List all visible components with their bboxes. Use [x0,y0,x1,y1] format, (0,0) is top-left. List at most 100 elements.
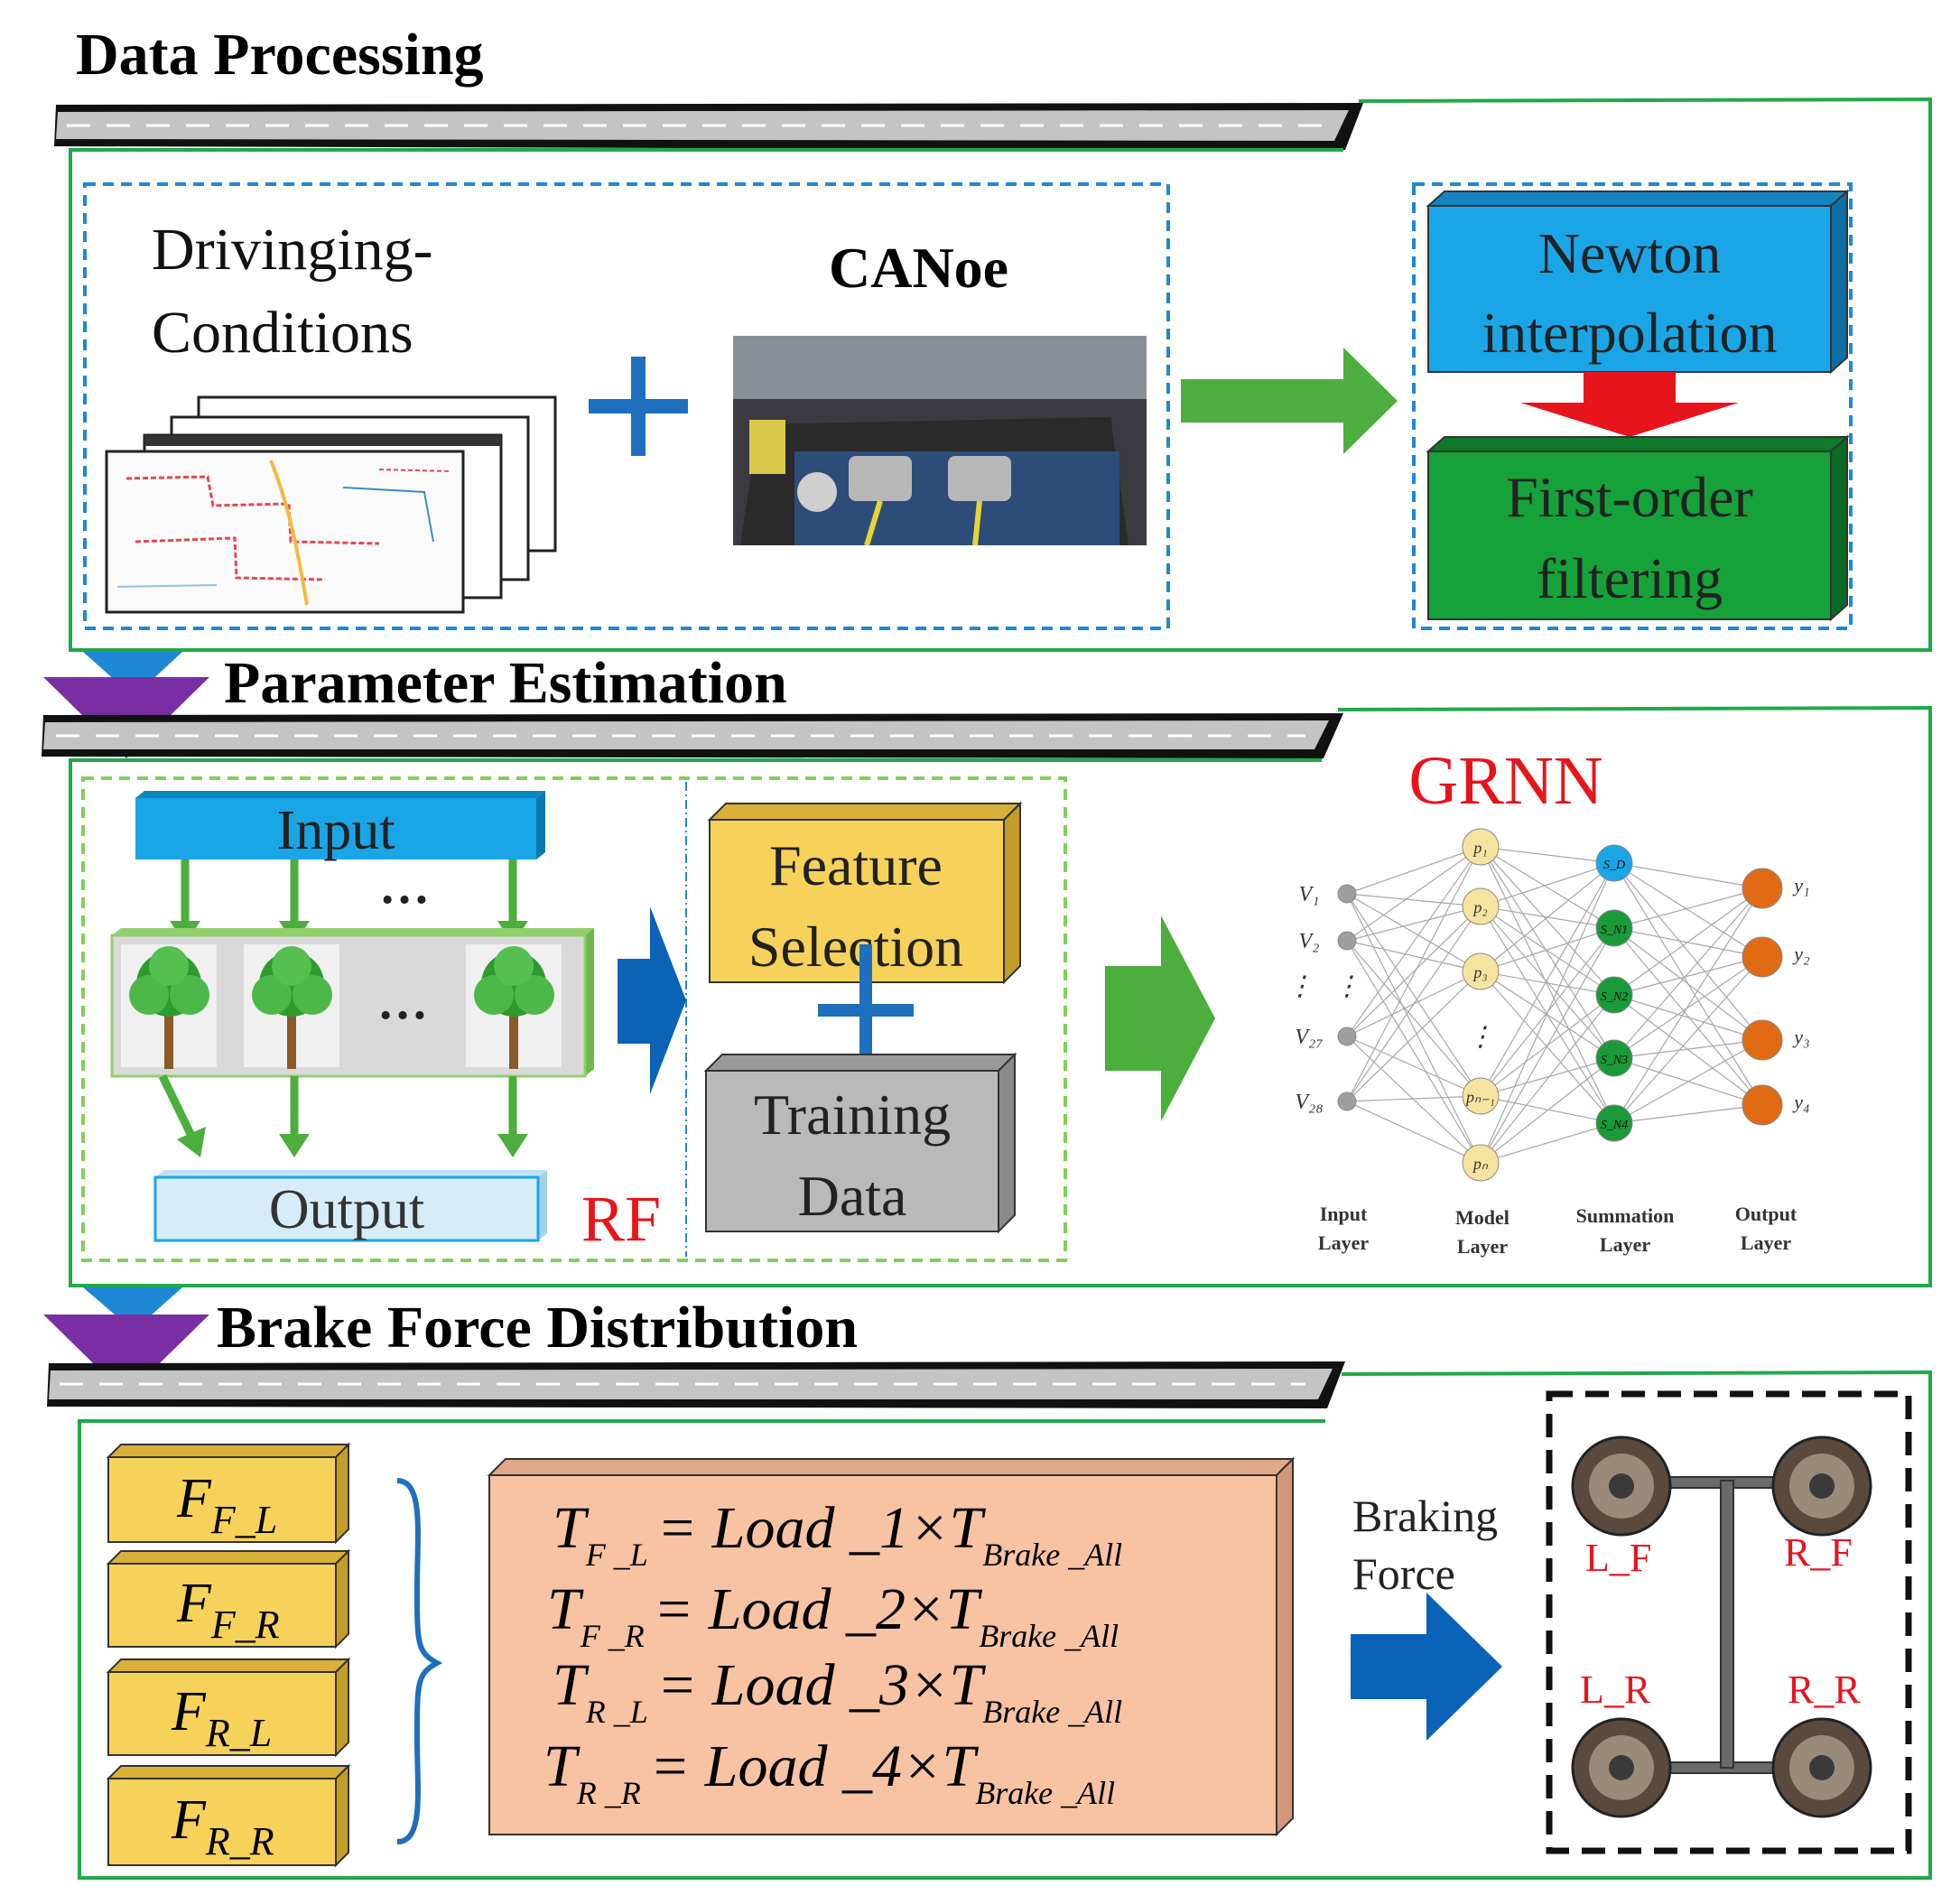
grnn-input-label: V₂ [1298,930,1319,953]
grnn-edge [1346,1101,1482,1164]
grnn-edge [1346,940,1482,1097]
grnn-title: GRNN [1408,743,1602,819]
grnn-edge [1346,893,1482,907]
filter-label-1: First-order [1506,465,1753,529]
grnn-edge [1346,906,1482,942]
rf-input-bar: Input [135,791,545,861]
brake-drum-rr [1771,1717,1872,1818]
grnn-input-label: V₁ [1298,883,1319,906]
rf-input-dots: … [379,859,430,915]
rf-output-bar: Output [153,1170,547,1242]
grnn-edge [1346,906,1482,1102]
grnn-edge [1346,846,1482,942]
force-box-rr: FR_R [106,1763,351,1868]
grnn-edge [1613,927,1763,958]
grnn-summation-node [1595,976,1633,1014]
feature-label-2: Selection [748,915,963,979]
grnn-nodes: V₁V₂⋮⋮V₂₇V₂₈p₁p₂p₃⋮pₙ₋₁pₙS_DS_N1S_N2S_N3… [1287,828,1810,1182]
grnn-edge [1613,1039,1763,1059]
chevron-connector-2 [43,1287,209,1396]
grnn-pattern-label: p₁ [1472,839,1487,857]
plus-icon-2 [818,944,914,1064]
equations: TF _L= Load _1×TBrake _All TF _R= Load _… [543,1495,1122,1811]
rf-group [81,776,1067,1262]
equation-2: TF _R= Load _2×TBrake _All [547,1576,1119,1654]
grnn-edge [1613,887,1763,929]
newton-label-2: interpolation [1482,301,1777,365]
layer-label-summation-1: Summation [1576,1204,1675,1227]
grnn-edge [1613,1104,1763,1124]
grnn-input-node [1337,1027,1357,1046]
grnn-edge [1346,971,1482,1102]
grnn-edge [1346,846,1482,895]
force-rr-main: F [171,1789,207,1851]
grnn-pattern-node [1462,828,1500,866]
arrow-right-2 [1105,915,1215,1121]
layer-label-output-1: Output [1735,1203,1797,1225]
grnn-pattern-label: p₂ [1472,898,1487,916]
grnn-edge [1613,887,1763,996]
grnn-input-node [1337,1092,1357,1111]
parameter-estimation-border [69,705,1932,1287]
equation-3: TR _L= Load _3×TBrake _All [553,1652,1122,1730]
grnn-edge [1613,887,1763,1124]
grnn-summation-node [1595,1104,1633,1142]
braking-force-label-2: Force [1352,1548,1455,1599]
grnn-edge [1346,893,1482,972]
tree-icon-1 [129,946,209,1069]
grnn-edge [1346,893,1482,1097]
data-processing-title: Data Processing [76,22,484,88]
training-data-box: Training Data [703,1052,1017,1234]
svg-text:FR_R: FR_R [171,1789,274,1863]
grnn-summation-label: S_N2 [1601,990,1628,1004]
grnn-pattern-node [1462,952,1500,990]
first-order-filter-box: First-order filtering [1426,434,1850,622]
parameter-estimation-title: Parameter Estimation [224,650,787,716]
grnn-edge [1480,862,1615,972]
grnn-edge [1346,940,1482,1164]
grnn-edge [1613,956,1763,1124]
data-processing-border [69,97,1932,652]
force-fr-main: F [176,1573,212,1634]
grnn-pattern-node [1462,1144,1500,1182]
grnn-output-node [1742,936,1783,978]
grnn-summation-label: S_N3 [1601,1054,1628,1067]
grnn-summation-label: S_N4 [1601,1119,1628,1132]
grnn-edge [1346,846,1482,1037]
grnn-edge [1480,994,1615,1164]
training-label-2: Data [798,1164,907,1228]
force-rl-main: F [171,1681,207,1742]
grnn-edge [1480,906,1615,1059]
newton-label-1: Newton [1538,221,1722,285]
grnn-edge [1613,956,1763,996]
canoe-device-photo [733,336,1147,546]
data-processing-section: Data Processing Drivinging- Conditions [54,22,1932,652]
brake-force-border [78,1370,1932,1880]
canoe-label: CANoe [829,236,1008,300]
feature-selection-box: Feature Selection [707,801,1023,985]
rf-label: RF [581,1183,661,1255]
grnn-edge [1346,906,1482,1037]
equation-box [487,1456,1296,1837]
grnn-edge [1480,846,1615,864]
grnn-input-ellipsis-label: ⋮ [1287,971,1314,1001]
plus-icon-1 [589,357,688,456]
grnn-edge [1480,906,1615,996]
grnn-edge [1480,971,1615,1124]
grnn-summation-label: S_N1 [1601,924,1628,937]
grnn-edge [1613,956,1763,1059]
map-image-stack [105,395,557,614]
force-rr-sub: R_R [205,1819,274,1863]
grnn-edge [1613,887,1763,1059]
brake-drum-rl [1571,1717,1672,1818]
grnn-edge [1613,994,1763,1041]
grnn-output-label: y₄ [1792,1091,1809,1113]
grnn-input-label: V₂₇ [1295,1026,1323,1049]
svg-text:FR_L: FR_L [171,1681,272,1755]
grnn-edge [1613,1039,1763,1124]
grnn-edge [1346,893,1482,1164]
grnn-edge [1480,927,1615,972]
arrow-right-1 [1181,348,1398,454]
grnn-output-node [1742,1019,1783,1061]
